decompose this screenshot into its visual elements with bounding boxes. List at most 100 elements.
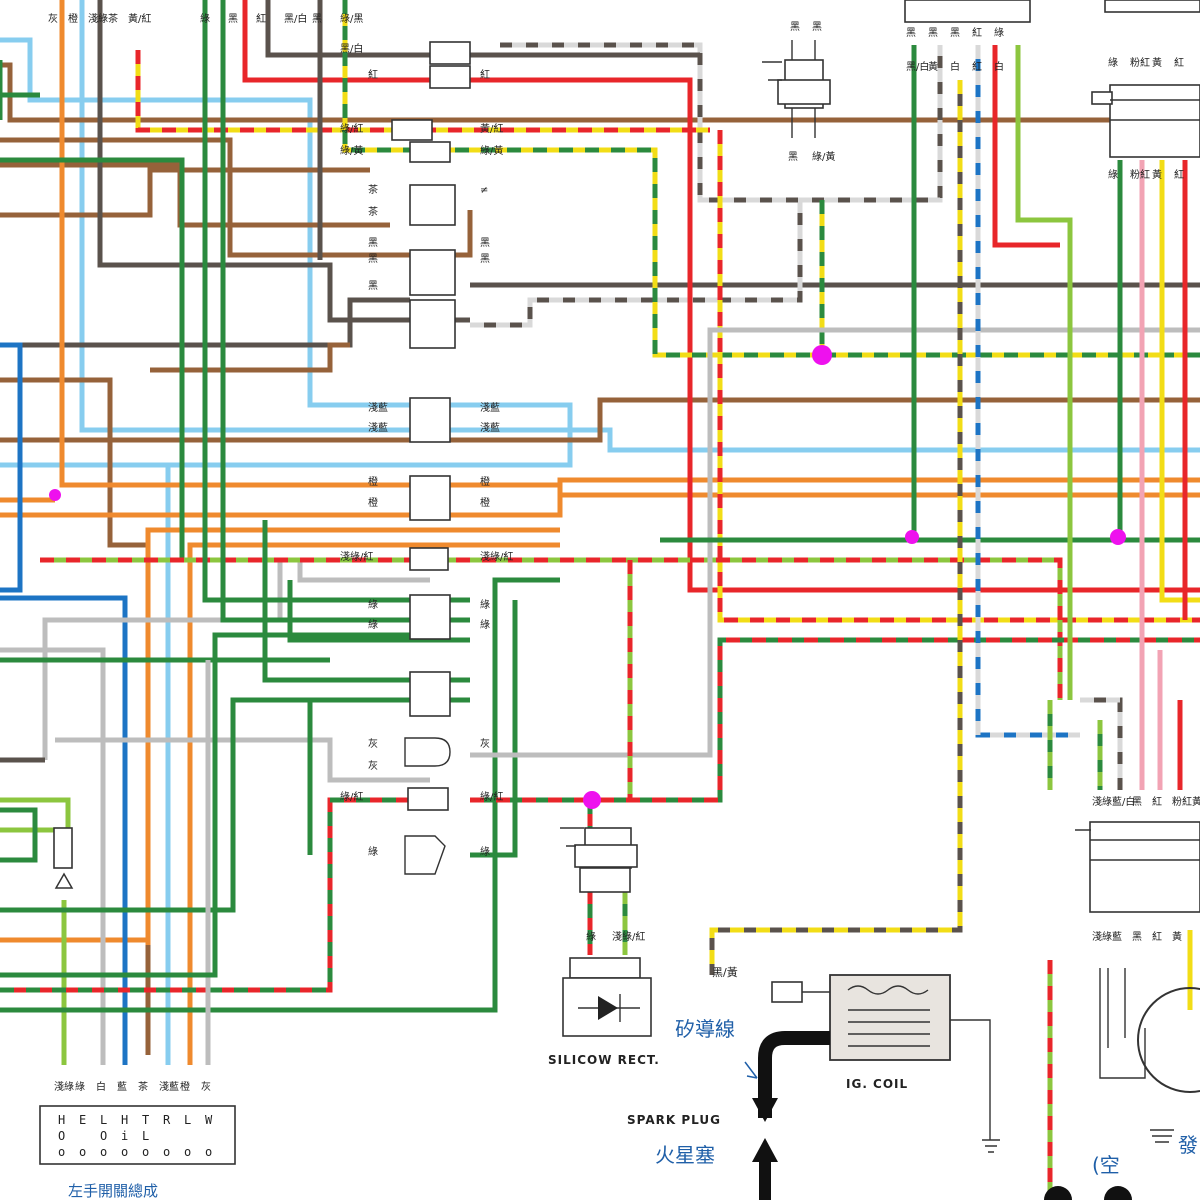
- aux-cut-label: (空: [1092, 1153, 1120, 1177]
- top-wire-label: 淺綠: [88, 12, 108, 25]
- hv-wire-label: 矽導線: [675, 1017, 735, 1041]
- switch-wire-label: 淺藍: [159, 1080, 179, 1093]
- switch-pin-label: i: [121, 1129, 128, 1143]
- wire-stripe: [1080, 697, 1123, 790]
- wire: [0, 807, 38, 863]
- connector-label-left: 紅: [368, 69, 378, 81]
- connector-label-right: 淺藍: [480, 421, 500, 434]
- connector-block: [391, 41, 471, 875]
- switch-pin-label: O: [58, 1129, 65, 1143]
- connector-label-right: 橙: [480, 475, 490, 488]
- wire: [0, 342, 23, 593]
- connector-label-right: 淺綠/紅: [480, 550, 513, 563]
- ignition-coil: [771, 974, 1000, 1153]
- switch-pin-label: H: [121, 1113, 128, 1127]
- connector-label-right: ≠: [480, 185, 488, 196]
- right-pin-label: 黃: [1172, 930, 1182, 943]
- right-pin-label: 黑: [1132, 796, 1142, 808]
- connector-label-left: 橙: [368, 475, 378, 488]
- connector-label-left: 黑/白: [340, 42, 363, 55]
- wire: [0, 60, 40, 120]
- switch-pin-label: O: [100, 1129, 107, 1143]
- switch-pin-label: R: [163, 1113, 171, 1127]
- wire: [709, 80, 963, 975]
- right-pin-label: 淺綠: [1092, 930, 1112, 943]
- aux-terminal-2: [1104, 1186, 1132, 1200]
- wire-stripe: [1047, 700, 1103, 790]
- relay-label: 黑: [790, 21, 800, 33]
- switch-pin-terminal: o: [100, 1145, 107, 1159]
- relay-label: 綠/黃: [812, 150, 835, 163]
- connector-label-left: 茶: [368, 183, 378, 196]
- connector-label-left: 綠/紅: [340, 791, 363, 803]
- connector-label-right: 黃/紅: [480, 122, 503, 135]
- switch-wire-label: 綠: [75, 1081, 85, 1093]
- wire: [220, 0, 470, 623]
- connector-label-right: 綠/紅: [480, 791, 503, 803]
- switch-pin-terminal: o: [79, 1145, 86, 1159]
- switch-pin-terminal: o: [163, 1145, 170, 1159]
- connector-label-right: 綠: [480, 599, 490, 611]
- right-pin-label: 紅: [1152, 931, 1162, 943]
- top-wire-label: 黑: [312, 13, 322, 25]
- wire-stripe: [709, 80, 963, 975]
- wire: [307, 697, 430, 855]
- wire: [470, 600, 518, 858]
- wire-stripe: [135, 50, 710, 133]
- switch-pin-label: L: [142, 1129, 149, 1143]
- right-pin-label: 綠: [1108, 169, 1118, 181]
- wire: [992, 45, 1060, 248]
- switch-pin-label: E: [79, 1113, 86, 1127]
- spark-plug-label: SPARK PLUG: [627, 1113, 721, 1127]
- generator: [1099, 968, 1200, 1143]
- right-pin-label: 黑: [950, 27, 960, 39]
- right-mid-connector: [1075, 821, 1200, 913]
- wire: [242, 0, 1200, 593]
- connector-label-left: 黑: [368, 280, 378, 292]
- right-pin-label: 黃: [928, 60, 938, 73]
- right-pin-label: 綠: [994, 27, 1004, 39]
- relay-label: 黑: [812, 21, 822, 33]
- right-pin-label: 白: [994, 60, 1004, 73]
- wire: [0, 632, 430, 978]
- switch-pin-label: H: [58, 1113, 65, 1127]
- wire: [79, 0, 1200, 453]
- label-layer: 黑/白紅紅綠/紅黃/紅綠/黃綠/黃茶≠茶黑黑黑黑黑淺藍淺藍淺藍淺藍橙橙橙橙淺綠/…: [48, 12, 1200, 1159]
- wire: [342, 0, 1200, 358]
- coil-wire-label: 黑/黃: [712, 966, 738, 979]
- wire-stripe: [975, 45, 1080, 738]
- rectifier-label: 淺綠/紅: [612, 930, 645, 943]
- wire-stripe: [717, 130, 1200, 623]
- silicon-rect-label: SILICOW RECT.: [548, 1053, 660, 1067]
- connector-label-right: 灰: [480, 737, 490, 750]
- wire: [0, 647, 106, 1065]
- switch-wire-label: 藍: [117, 1080, 127, 1093]
- generator-cut-label: 發: [1178, 1133, 1198, 1157]
- wire: [1159, 160, 1200, 603]
- switch-wire-label: 灰: [201, 1080, 211, 1093]
- wire: [0, 137, 473, 258]
- relay-label: 黑: [788, 151, 798, 163]
- connector-label-right: 紅: [480, 69, 490, 81]
- connector-label-right: 綠/黃: [480, 144, 503, 157]
- top-wire-label: 黃/紅: [128, 12, 151, 25]
- spark-arrow-down: [752, 1098, 778, 1122]
- right-pin-label: 綠: [1108, 57, 1118, 69]
- wire: [0, 297, 410, 348]
- top-relay: [762, 40, 831, 138]
- top-wire-label: 綠/黑: [340, 13, 363, 25]
- right-pin-label: 紅: [972, 27, 982, 39]
- right-pin-label: 黃: [1152, 56, 1162, 69]
- top-wire-label: 黑: [228, 13, 238, 25]
- wire: [1015, 45, 1073, 700]
- wire: [0, 797, 71, 830]
- switch-wire-label: 淺綠: [54, 1080, 74, 1093]
- switch-caption: 左手開關總成: [68, 1182, 158, 1200]
- junction-dot: [812, 345, 832, 365]
- wire: [0, 577, 560, 1013]
- right-pin-label: 白: [950, 60, 960, 73]
- right-pin-label: 粉紅: [1172, 795, 1192, 808]
- wire: [150, 342, 350, 373]
- connector-label-left: 茶: [368, 205, 378, 218]
- junction-dot: [1110, 529, 1126, 545]
